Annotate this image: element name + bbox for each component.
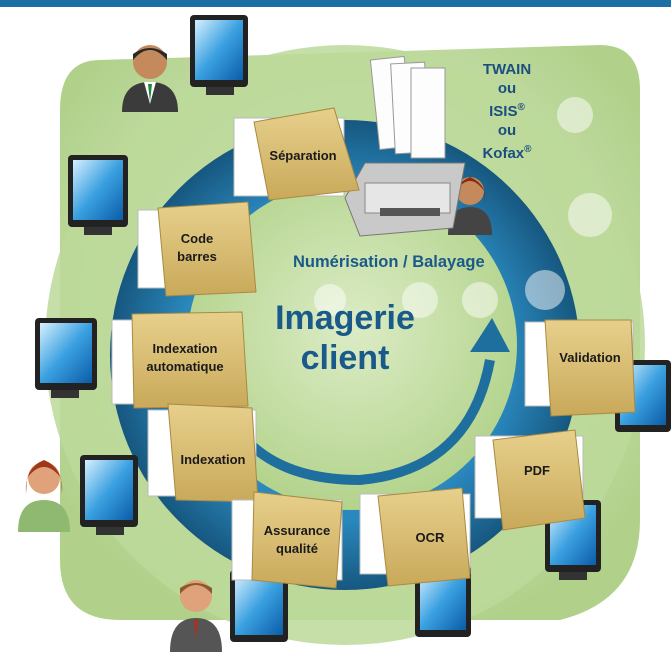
folder-icon xyxy=(231,491,343,589)
step-ocr: OCR xyxy=(415,530,445,545)
folder-icon xyxy=(111,311,249,409)
step-indexation-automatique: Indexation automatique xyxy=(146,341,224,374)
workflow-diagram xyxy=(18,15,671,652)
person-icon xyxy=(170,580,222,652)
ou-label: ou xyxy=(497,80,517,97)
isis-label: ISIS® xyxy=(489,102,525,120)
person-icon xyxy=(122,45,178,112)
step-indexation: Indexation xyxy=(180,452,246,467)
folder-icon xyxy=(474,429,586,531)
inner-disc xyxy=(187,180,517,510)
highlight-dots xyxy=(314,97,612,318)
diagram-subtitle: Numérisation / Balayage xyxy=(293,253,485,271)
person-icon xyxy=(448,177,492,235)
monitor-icon xyxy=(190,15,248,95)
step-assurance-qualite: Assurance qualité xyxy=(263,523,331,556)
folder-icon xyxy=(233,107,360,201)
monitor-icon xyxy=(230,570,288,642)
twain-label: TWAIN xyxy=(482,61,532,78)
step-separation: Séparation xyxy=(269,148,337,163)
diagram-title: Imagerie client xyxy=(275,299,415,377)
folder-icon xyxy=(137,201,257,297)
monitor-icon xyxy=(80,455,138,535)
monitor-icon xyxy=(35,318,97,398)
step-code-barres: Code barres xyxy=(177,231,217,264)
folder-icon xyxy=(147,403,259,503)
step-pdf: PDF xyxy=(524,463,550,478)
kofax-label: Kofax® xyxy=(482,144,532,162)
folder-icon xyxy=(524,319,636,417)
step-validation: Validation xyxy=(559,350,621,365)
arrow-head xyxy=(470,318,510,352)
scanner-icon xyxy=(344,55,466,237)
monitor-icon xyxy=(68,155,128,235)
person-icon xyxy=(18,460,70,532)
folder-icon xyxy=(359,487,471,587)
top-bar xyxy=(0,0,671,7)
ou-label: ou xyxy=(497,122,517,139)
scanner-standards: TWAIN ou ISIS® ou Kofax® xyxy=(462,60,552,163)
